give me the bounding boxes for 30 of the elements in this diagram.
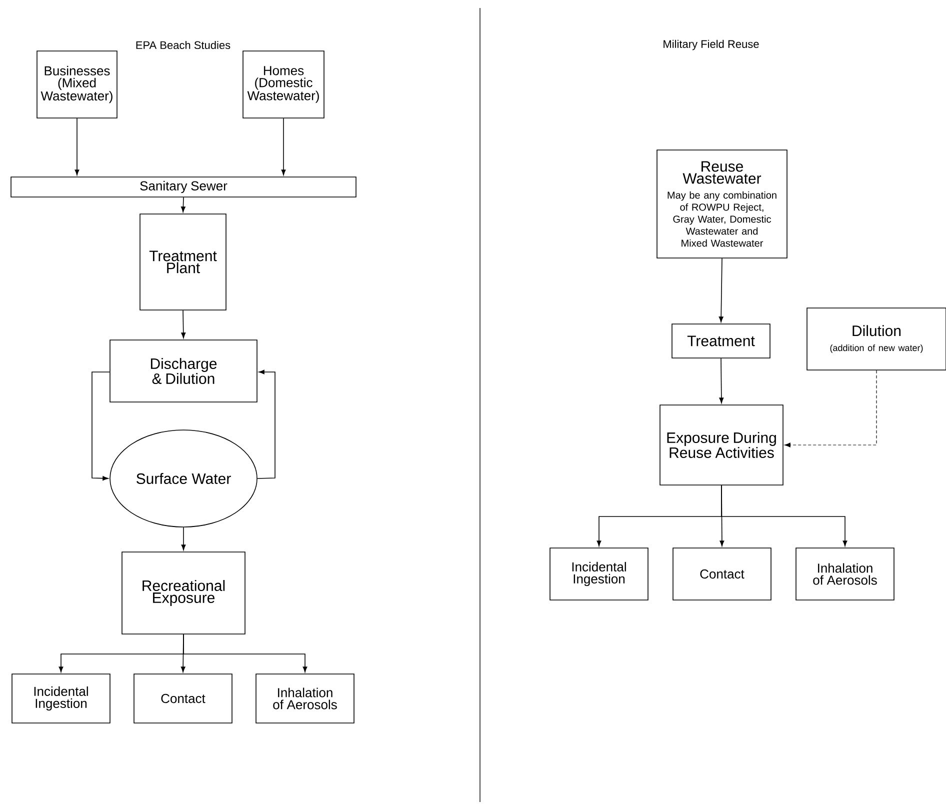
process-box: Treatment Plant — [140, 214, 226, 310]
process-box: Inhalation of Aerosols — [796, 548, 894, 600]
process-box: Sanitary Sewer — [10, 176, 356, 198]
arrow — [180, 197, 186, 212]
arrow — [281, 118, 286, 176]
arrow — [92, 372, 110, 481]
arrow — [718, 258, 724, 322]
arrow — [784, 370, 877, 448]
arrow — [257, 370, 276, 479]
process-box: Discharge & Dilution — [110, 340, 258, 402]
process-box: Dilution (addition of new water) — [806, 308, 946, 370]
process-box: Incidental Ingestion — [550, 548, 648, 600]
process-box: Reuse Wastewater May be any combination of ROWPU Reject, Gray Water, Domestic Wastewater and Mixed Wastewater — [656, 150, 788, 258]
section-title: EPA Beach Studies — [136, 40, 230, 50]
arrow — [721, 485, 848, 546]
process-box: Treatment — [672, 324, 770, 358]
section-title: Military Field Reuse — [664, 40, 759, 50]
process-box: Incidental Ingestion — [12, 674, 110, 724]
process-box: Exposure During Reuse Activities — [660, 404, 784, 486]
arrow — [181, 527, 186, 550]
process-box: Contact — [134, 674, 232, 724]
arrow — [74, 118, 80, 176]
process-box: Businesses (Mixed Wastewater) — [36, 50, 118, 118]
process-box: Inhalation of Aerosols — [256, 674, 354, 724]
process-box: Contact — [672, 548, 772, 600]
process-box: Homes (Domestic Wastewater) — [242, 50, 324, 118]
process-box: Recreational Exposure — [122, 552, 246, 634]
arrow — [181, 310, 186, 338]
arrow — [719, 358, 724, 404]
arrow — [183, 634, 308, 672]
